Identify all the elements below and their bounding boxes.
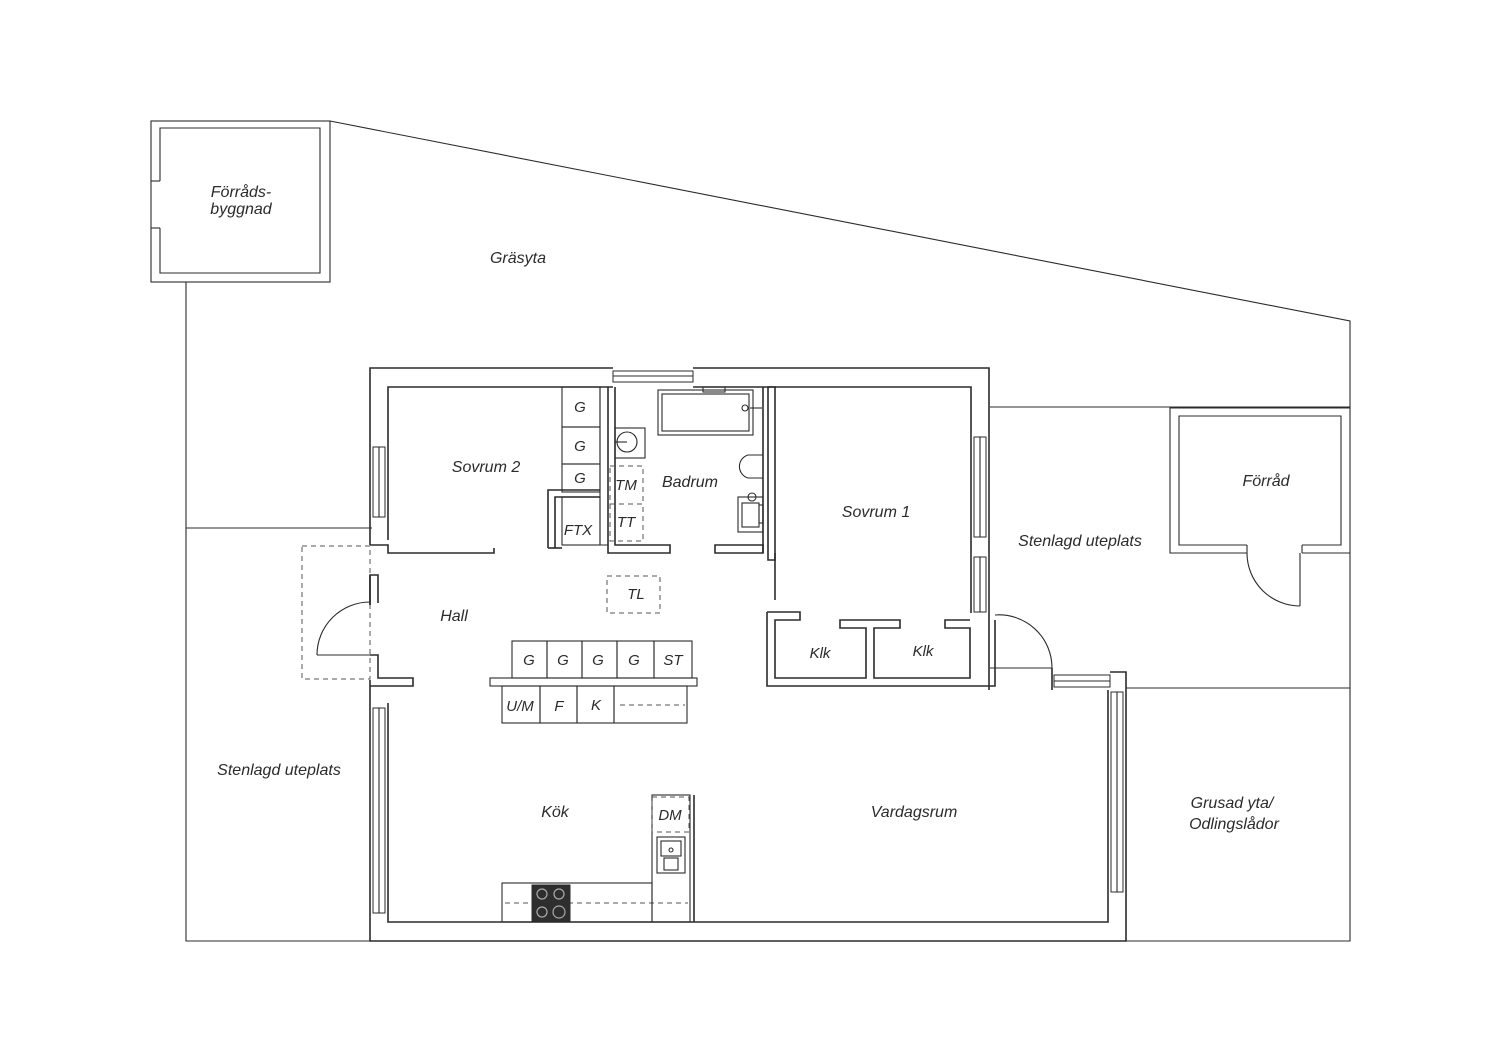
label-k: K	[591, 697, 602, 714]
label-patio-left: Stenlagd uteplats	[217, 762, 341, 779]
label-storage-building-line1: Förråds-	[211, 183, 271, 201]
label-tl: TL	[627, 586, 645, 603]
label-wardrobe: G	[628, 652, 640, 669]
label-living-room: Vardagsrum	[871, 804, 958, 821]
label-shed: Förråd	[1242, 472, 1290, 490]
label-patio-right: Stenlagd uteplats	[1018, 533, 1142, 550]
label-bedroom-2: Sovrum 2	[452, 459, 521, 476]
label-tm: TM	[615, 477, 637, 494]
label-closet-1: Klk	[810, 645, 832, 662]
label-storage-building-line2: byggnad	[210, 201, 272, 218]
bedroom-1-closets	[766, 553, 1053, 690]
label-lawn: Gräsyta	[490, 250, 546, 267]
kitchen-counter	[501, 794, 695, 923]
kitchen-island	[489, 640, 698, 724]
label-bedroom-1: Sovrum 1	[842, 504, 910, 521]
label-tt: TT	[617, 514, 637, 531]
label-kitchen: Kök	[541, 804, 570, 821]
label-st: ST	[663, 652, 684, 669]
bedroom-2-closets	[547, 386, 608, 549]
label-bathroom: Badrum	[662, 474, 718, 491]
label-ftx: FTX	[564, 522, 593, 539]
plot-outline	[185, 120, 1351, 942]
bathroom	[607, 386, 776, 561]
label-wardrobe: G	[592, 652, 604, 669]
label-wardrobe: G	[574, 438, 586, 455]
label-f: F	[554, 698, 564, 715]
label-wardrobe: G	[574, 399, 586, 416]
room-labels: Förråds- byggnad Gräsyta Sovrum 2 Badrum…	[210, 183, 1290, 833]
label-wardrobe: G	[523, 652, 535, 669]
label-um: U/M	[506, 698, 534, 715]
house-walls	[369, 367, 1127, 942]
label-gravel-line2: Odlingslådor	[1189, 815, 1280, 833]
label-closet-2: Klk	[913, 643, 935, 660]
label-wardrobe: G	[574, 470, 586, 487]
storage-shed	[1169, 407, 1350, 607]
entrance	[301, 544, 495, 687]
label-dm: DM	[658, 807, 682, 824]
label-hall: Hall	[440, 608, 468, 625]
label-wardrobe: G	[557, 652, 569, 669]
storage-building	[150, 120, 331, 283]
label-gravel-line1: Grusad yta/	[1191, 795, 1275, 812]
